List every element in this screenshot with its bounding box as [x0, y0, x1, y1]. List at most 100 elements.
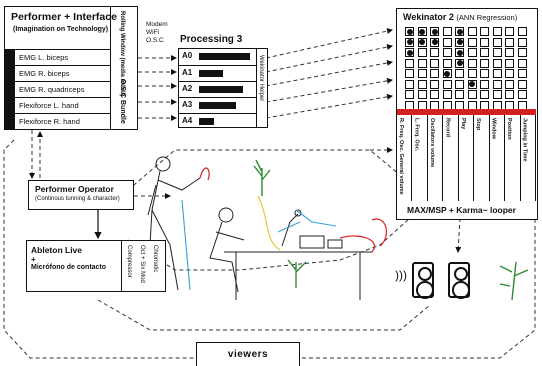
wekinator-grid-cell [405, 58, 414, 68]
wekinator-column-label: Jumping in Time [521, 118, 528, 162]
wekinator-helper-label: Wekinator Helper [258, 55, 264, 102]
wekinator-grid-cell [430, 79, 439, 89]
wekinator-output-column: Oscillators volume [428, 115, 444, 201]
wekinator-grid-cell [405, 27, 414, 36]
wekinator-grid-cell [455, 48, 464, 57]
sensor-label: EMG R. biceps [19, 69, 70, 78]
wekinator-grid-cell [455, 58, 464, 68]
interface-subtitle: (Imagination on Technology) [13, 26, 109, 33]
ableton-title: Ableton Live [31, 245, 83, 255]
sensor-label: Flexiforce R. hand [19, 117, 80, 126]
performer-operator-box: Performer Operator (Continous tunning & … [28, 180, 134, 210]
wekinator-grid-cell [405, 37, 414, 47]
processing-output-row: A1 [179, 65, 257, 82]
effect-label: Chromatic [152, 245, 158, 273]
sound-waves-icon: ))) [395, 268, 407, 282]
processing-output-label: A3 [182, 100, 193, 109]
wekinator-grid-dot [406, 28, 413, 35]
performer-interface-box: Performer + Interface (Imagination on Te… [4, 6, 138, 130]
wekinator-grid-cell [480, 79, 489, 89]
wekinator-grid-cell [417, 37, 427, 47]
wekinator-grid-cell [430, 37, 439, 47]
wekinator-grid-cell [430, 69, 439, 78]
wekinator-grid-cell [417, 90, 427, 99]
wekinator-output-column: Record [443, 115, 459, 201]
processing-output-row: A0 [179, 49, 257, 65]
sensor-row: Flexiforce L. hand [15, 97, 110, 113]
wekinator-output-column: Window [490, 115, 506, 201]
wekinator-grid-cell [505, 58, 514, 68]
wekinator-grid-cell [405, 48, 414, 57]
wekinator-grid-cell [480, 58, 489, 68]
sensor-label: Flexiforce L. hand [19, 101, 79, 110]
wekinator-grid-cell [430, 48, 439, 57]
speaker-woofer [416, 281, 434, 299]
wekinator-grid-cell [517, 48, 527, 57]
wekinator-grid-cell [442, 37, 452, 47]
processing-level-bar [199, 53, 250, 60]
processing-level-bar [199, 86, 243, 93]
sensor-label: EMG L. biceps [19, 53, 69, 62]
wekinator-grid-cell [442, 79, 452, 89]
wekinator-grid-cell [455, 37, 464, 47]
wekinator-grid-cell [492, 58, 502, 68]
wekinator-output-column: Play [459, 115, 475, 201]
processing-level-bar [199, 102, 236, 109]
wekinator-grid-cell [405, 79, 414, 89]
ableton-box: Ableton Live + Micrófono de contacto Com… [26, 240, 166, 292]
processing-output-row: A4 [179, 113, 257, 130]
wekinator-grid-cell [417, 58, 427, 68]
wekinator-grid-cell [442, 69, 452, 78]
effects-column: Compressor Oct + Six Mod Chromatic [121, 241, 166, 291]
wekinator-grid-cell [417, 27, 427, 36]
transport-item: Modem [146, 21, 168, 28]
ableton-label-area: Ableton Live + Micrófono de contacto [31, 245, 115, 271]
wekinator-grid-cell [417, 79, 427, 89]
sensor-label: EMG R. quadriceps [19, 85, 85, 94]
wekinator-grid-cell [430, 90, 439, 99]
transport-item: WiFi [146, 29, 159, 36]
wekinator-grid-dot [431, 28, 438, 35]
sensor-row: EMG R. biceps [15, 65, 110, 81]
wekinator-grid-cell [492, 90, 502, 99]
wekinator-column-label: Oscillators volume [428, 118, 435, 168]
wekinator-grid-cell [480, 37, 489, 47]
processing-output-row: A2 [179, 81, 257, 98]
wekinator-grid-cell [480, 90, 489, 99]
viewers-label: viewers [227, 349, 269, 360]
effect-label: Compressor [126, 245, 132, 278]
wekinator-grid-cell [442, 48, 452, 57]
wekinator-grid-cell [492, 69, 502, 78]
wekinator-grid-cell [492, 48, 502, 57]
wekinator-grid-cell [405, 90, 414, 99]
wekinator-grid-cell [517, 69, 527, 78]
wekinator-grid-cell [405, 69, 414, 78]
wekinator-grid-cell [417, 69, 427, 78]
wekinator-output-column: R. Freq. Osc. General volume [397, 115, 413, 201]
wekinator-grid-cell [467, 37, 477, 47]
sensor-row: EMG R. quadriceps [15, 81, 110, 97]
wekinator-title: Wekinator 2 [403, 12, 454, 22]
wekinator-grid-cell [505, 79, 514, 89]
looper-label: MAX/MSP + Karma~ looper [407, 205, 516, 215]
processing-output-row: A3 [179, 97, 257, 114]
processing-output-label: A2 [182, 84, 193, 93]
wekinator-grid-dot [431, 39, 438, 45]
wekinator-grid-cell [455, 69, 464, 78]
operator-title: Performer Operator [35, 184, 114, 194]
processing-level-bar [199, 118, 214, 125]
wekinator-column-label: Window [490, 118, 497, 140]
wekinator-grid-dot [456, 39, 463, 45]
wekinator-grid-cell [442, 27, 452, 36]
sensor-row: EMG L. biceps [15, 49, 110, 65]
performer-illustration [141, 156, 372, 300]
wekinator-output-column: L. Freq. Osc. [412, 115, 428, 201]
speaker-left [412, 262, 434, 299]
wekinator-column-label: Stop [475, 118, 482, 131]
wekinator-output-column: Position [505, 115, 521, 201]
wekinator-grid-cell [517, 58, 527, 68]
wekinator-grid-cell [492, 27, 502, 36]
sensor-list: EMG L. biceps EMG R. biceps EMG R. quadr… [15, 49, 110, 129]
wekinator-grid-cell [467, 90, 477, 99]
